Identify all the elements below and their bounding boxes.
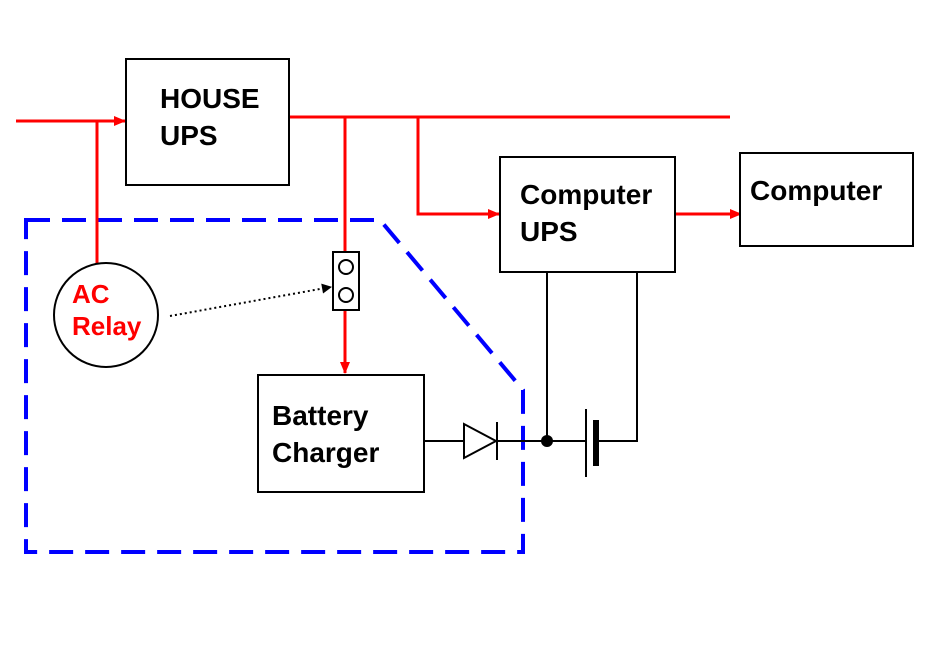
relay-actuation-arrow xyxy=(169,283,332,317)
ac-relay-label-line2: Relay xyxy=(72,311,142,341)
dashed-boundary xyxy=(24,218,525,554)
house-ups-block: HOUSE UPS xyxy=(125,58,290,186)
computer-block: Computer xyxy=(739,152,914,247)
battery-charger-block: Battery Charger xyxy=(257,374,425,493)
relay-contacts-icon xyxy=(332,251,360,311)
ac-relay-label-line1: AC xyxy=(72,279,110,309)
house-ups-label-line1: HOUSE xyxy=(160,83,260,114)
junction-dot xyxy=(541,435,553,447)
battery-charger-label-line1: Battery xyxy=(272,400,369,431)
diode-icon xyxy=(463,422,499,460)
computer-ups-block: Computer UPS xyxy=(499,156,676,273)
battery-charger-label-line2: Charger xyxy=(272,437,379,468)
battery-icon xyxy=(585,409,599,477)
ac-relay: AC Relay xyxy=(53,262,159,368)
ups-battery-positive-lead xyxy=(597,272,638,442)
house-ups-label-line2: UPS xyxy=(160,120,218,151)
computer-ups-label-line1: Computer xyxy=(520,179,652,210)
computer-label: Computer xyxy=(750,175,882,206)
computer-ups-label-line2: UPS xyxy=(520,216,578,247)
computer-ups-feed-line xyxy=(416,117,500,219)
dc-wiring xyxy=(424,272,638,442)
ac-power-lines xyxy=(16,115,742,374)
